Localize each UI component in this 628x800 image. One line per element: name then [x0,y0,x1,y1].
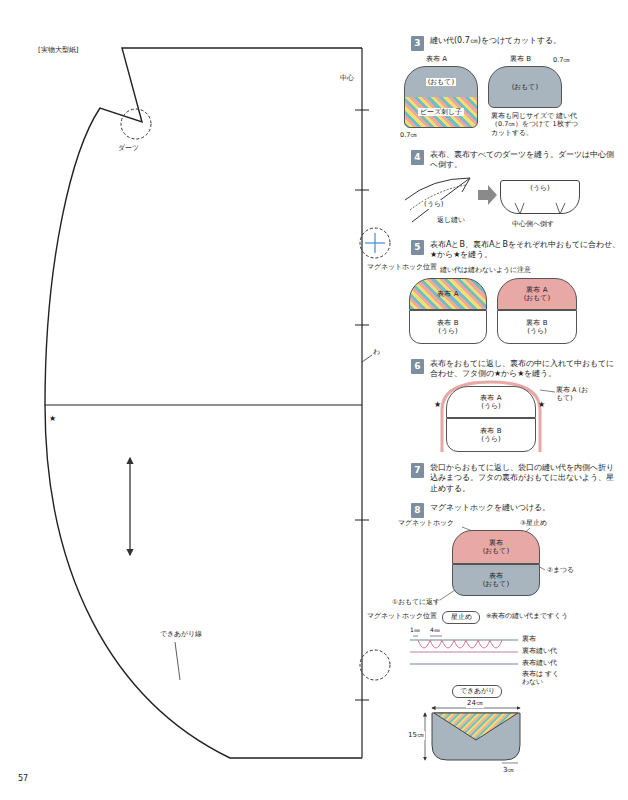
layer-label: 裏布縫い代 [522,647,557,655]
node-text: ビーズ刺し子 [418,108,464,116]
node-text: (うら) [481,435,500,443]
piece-name: 裏布 B [510,55,531,64]
outer-fabric-piece: (おもて) ビーズ刺し子 [404,66,478,128]
node-text: (おもて) [426,78,456,86]
lining-flap: 裏布(おもて) [452,530,540,564]
dimension: 0.7㎝ [553,56,570,64]
dimension: 3㎝ [503,766,514,775]
snap-position: マグネットホック位置 [367,612,437,620]
lining-b: 裏布 B(うら) [497,310,577,344]
node-text: 表布 A [437,290,458,298]
step-text: 袋口からおもてに返し、袋口の縫い代を内側へ折り込みまつる。フタの裏布がおもてに出… [430,463,620,494]
node-text: (おもて) [483,580,509,588]
outer-bag: 表布(おもて) [452,564,540,596]
dart-label: ダーツ [118,144,139,153]
lining-piece: (おもて) [488,66,562,108]
step-number: 8 [411,503,424,518]
outer-fabric-a: 表布 A(うら) [446,386,536,418]
callout: ②まつる [547,566,574,574]
step-number-text: 7 [414,465,420,475]
dimension: 1㎜ [410,626,420,634]
node-text: (うら) [481,402,500,410]
step-number: 3 [411,36,424,51]
step-text: 表布をおもてに返し、裏布の中に入れて中おもてに合わせ、フタ側の★から★を縫う。 [430,359,620,380]
stitch-label: 返し縫い [437,216,465,224]
step-text: 表布、裏布すべてのダーツを縫う。ダーツは中心側へ倒す。 [430,150,620,171]
piece-name: 表布 A [426,55,447,64]
node-text: (おもて) [483,547,509,555]
node-text: 表布 A [480,394,501,402]
dimension: 24㎝ [466,699,484,708]
pattern-title: [実物大型紙] [38,46,78,55]
dimension: 0.7㎝ [400,131,417,139]
callout: ①おもてに返す [392,598,440,606]
node-text: (うら) [530,184,549,192]
step-number: 4 [411,150,424,165]
dimension: 4㎜ [430,626,440,634]
star-mark: ★ [434,400,441,410]
step-number: 7 [411,463,424,478]
node-text: 表布 B [437,319,458,327]
outer-fabric-b: 表布 B(うら) [446,418,536,452]
node-text: 裏布 B [526,319,547,327]
node-text: (おもて) [524,294,550,302]
node-text: 裏布 A [526,286,547,294]
star-mark: ★ [538,400,545,410]
step-number: 5 [411,240,424,255]
page-number: 57 [18,774,28,784]
callout: ③星止め [520,519,547,527]
node-text: (おもて) [512,83,538,91]
node-text: 星止め [451,613,472,621]
node-text: できあがり [460,687,495,695]
step-text: 表布AとB、裏布AとBをそれぞれ中おもてに合わせ、★から★を縫う。 [430,240,620,261]
node-text: 表布 B [480,427,501,435]
step-text: マグネットホックを縫いつける。 [430,503,620,513]
piece-name: 裏布 A (おもて) [556,386,594,403]
outer-fabric-a: 表布 A [409,278,487,310]
node-text: 表布 [489,572,503,580]
layer-label: 表布縫い代 [522,659,557,667]
note: 裏布も同じサイズで 縫い代（0.7㎝）をつけて 1枚ずつカットする。 [491,112,581,137]
note: 縫い代は縫わないように注意 [440,266,531,274]
lining-a: 裏布 A(おもて) [497,278,577,310]
outer-fabric-b: 表布 B(うら) [409,310,487,344]
step-number-text: 5 [414,242,420,252]
side-label: (うら) [423,200,444,209]
part-label: マグネットホック [398,519,454,527]
step-number-text: 8 [414,505,420,515]
node-text: (うら) [438,327,457,335]
fold-mark: わ [373,348,380,357]
finished-line: できあがり線 [160,630,202,639]
node-text: 裏布 [489,539,503,547]
step-number-text: 4 [414,152,420,162]
note: 表布は すくわない [522,670,566,687]
node-text: (うら) [527,327,546,335]
layer-label: 裏布 [522,635,536,643]
star-mark: ★ [49,414,56,424]
step-number-text: 3 [414,38,420,48]
center-mark: 中心 [340,74,354,83]
step-number: 6 [411,359,424,374]
detail-tag: 星止め [442,611,480,624]
snap-position: マグネットホック位置 [367,263,437,271]
dimension: 15㎝ [407,731,425,740]
step-number-text: 6 [414,361,420,371]
note: ※表布の縫い代まですくう [486,612,568,620]
detail-tag: できあがり [452,685,502,698]
note: 中心側へ倒す [512,220,554,229]
step-text: 縫い代(0.7㎝)をつけてカットする。 [430,36,620,46]
dart-sewn-piece: (うら) [500,180,580,214]
